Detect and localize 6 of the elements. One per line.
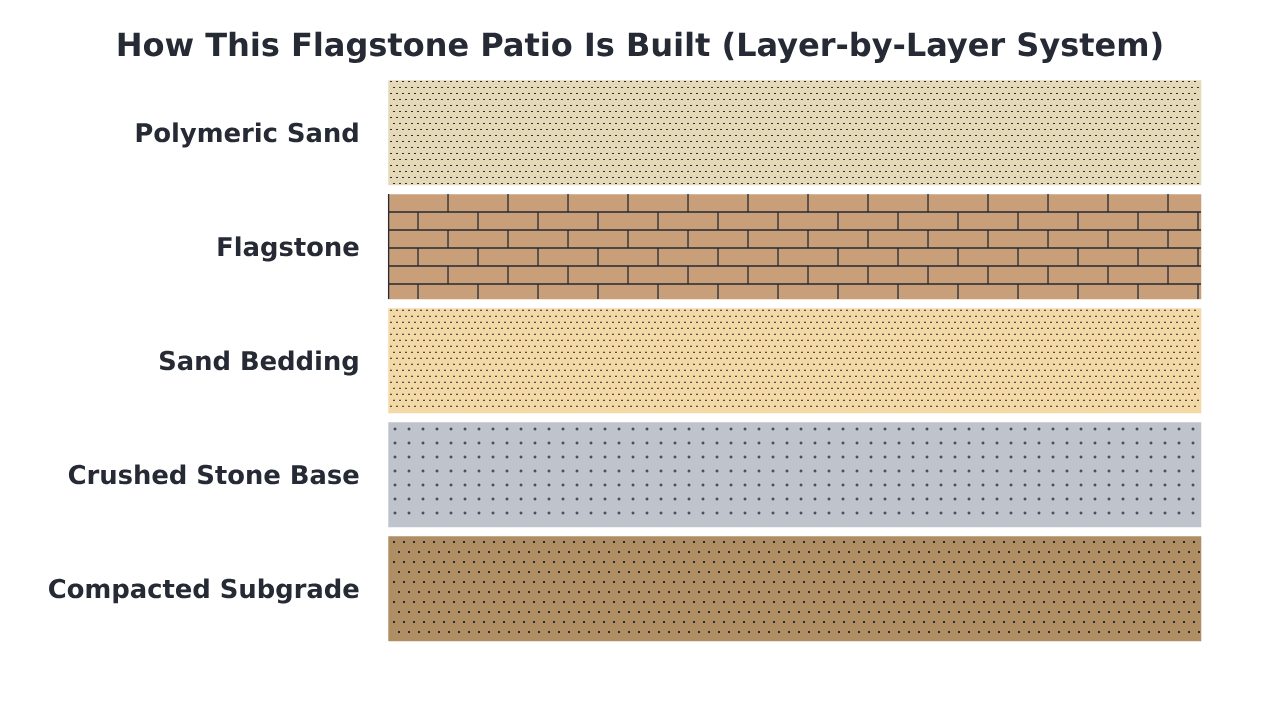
title: How This Flagstone Patio Is Built (Layer-by-Layer System)	[118, 31, 1162, 63]
layer-label: Polymeric Sand	[136, 122, 358, 148]
layer-label: Crushed Stone Base	[68, 464, 359, 485]
layer-label: Compacted Subgrade	[49, 578, 359, 604]
layer-label: Sand Bedding	[160, 350, 358, 376]
layer-label: Flagstone	[218, 236, 359, 262]
